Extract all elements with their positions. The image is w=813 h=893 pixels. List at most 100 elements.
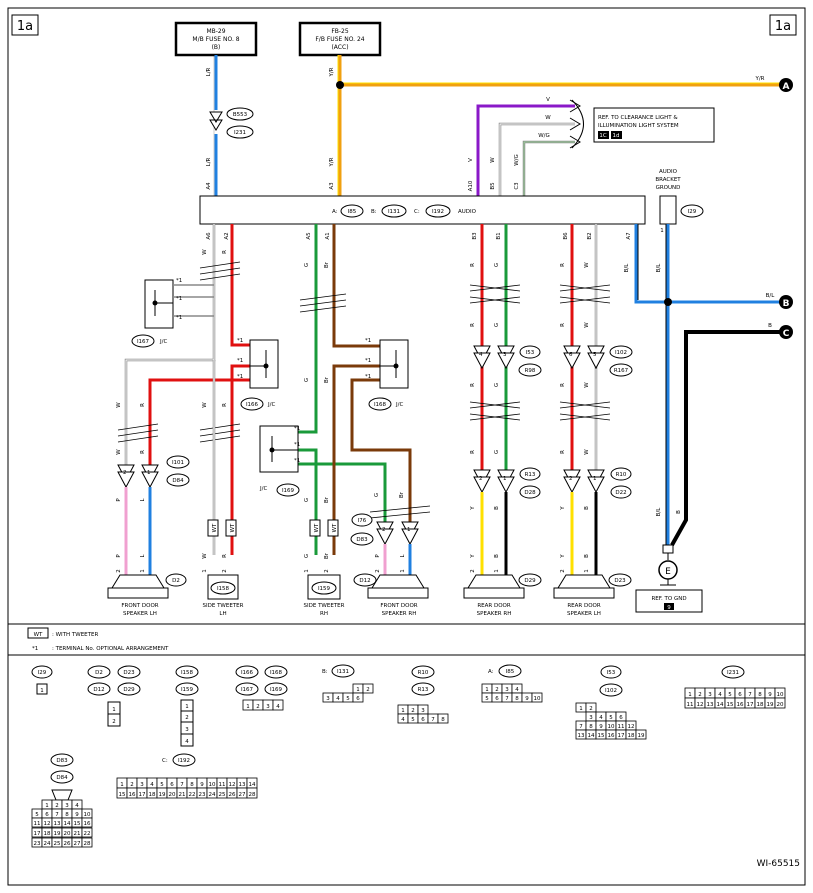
svg-text:I192: I192: [432, 209, 444, 215]
pin-label: 24: [44, 841, 51, 847]
svg-text:R13: R13: [418, 687, 429, 693]
pin-label: 3: [708, 692, 712, 698]
svg-text:F/B FUSE NO. 24: F/B FUSE NO. 24: [315, 36, 364, 43]
pin-cell: [81, 827, 93, 838]
svg-text:I85: I85: [506, 669, 515, 675]
pin-label: 9: [200, 782, 204, 788]
terminal-c[interactable]: C: [779, 325, 793, 339]
svg-text:B/L: B/L: [656, 263, 662, 273]
pin-label: 11: [618, 724, 625, 730]
svg-text:9: 9: [667, 605, 671, 611]
pin-label: 7: [748, 692, 752, 698]
svg-text:I102: I102: [615, 350, 627, 356]
svg-text:I168: I168: [374, 402, 387, 408]
svg-text:D84: D84: [56, 775, 68, 781]
pin-label: 20: [169, 792, 176, 798]
svg-text:I29: I29: [688, 209, 697, 215]
svg-text:1: 1: [593, 476, 597, 482]
doc-code: WI-65515: [757, 859, 800, 869]
pin-label: 7: [579, 724, 583, 730]
svg-text:C: C: [783, 329, 790, 339]
pin-cell: [81, 837, 93, 848]
svg-text:W: W: [116, 402, 122, 408]
pin-label: 6: [45, 812, 49, 818]
svg-text:R: R: [560, 323, 566, 327]
svg-text:B: B: [584, 506, 590, 510]
svg-text:A2: A2: [224, 232, 230, 239]
pin-label: 12: [229, 782, 236, 788]
svg-text:*1: *1: [365, 374, 371, 380]
side-tweeter-lh: I158 SIDE TWEETER LH: [203, 574, 244, 617]
svg-text:1: 1: [185, 704, 189, 710]
svg-text:V: V: [468, 158, 474, 162]
pin-cell: [362, 683, 374, 694]
svg-text:*1: *1: [365, 338, 371, 344]
pin-label: 2: [411, 708, 415, 714]
svg-text:B2: B2: [587, 232, 593, 239]
svg-text:B5: B5: [490, 182, 496, 190]
pin-label: 16: [129, 792, 136, 798]
pin-label: 13: [578, 733, 585, 739]
pin-label: 19: [159, 792, 166, 798]
svg-text:FRONT DOOR: FRONT DOOR: [121, 603, 158, 609]
svg-text:R: R: [222, 250, 228, 254]
pin-label: 13: [239, 782, 246, 788]
pin-label: 3: [140, 782, 144, 788]
svg-text:4: 4: [185, 739, 189, 745]
svg-text:R10: R10: [418, 670, 429, 676]
svg-text:2: 2: [112, 719, 116, 725]
svg-text:SIDE TWEETER: SIDE TWEETER: [203, 603, 244, 609]
svg-text:1: 1: [304, 569, 310, 573]
pin-label: 6: [421, 717, 425, 723]
pin-label: 10: [209, 782, 216, 788]
wire-w-a6: [124, 224, 216, 465]
pin-label: 6: [356, 696, 360, 702]
pin-label: 2: [589, 706, 593, 712]
svg-text:Br: Br: [399, 491, 405, 498]
svg-text:W: W: [584, 262, 590, 268]
svg-text:I231: I231: [727, 670, 739, 676]
svg-text:P: P: [375, 554, 381, 558]
svg-text:B: B: [768, 323, 772, 329]
svg-text:R: R: [470, 450, 476, 454]
pin-label: 11: [687, 702, 694, 708]
ref-gnd[interactable]: REF. TO GND 9: [635, 589, 703, 613]
pin-cell: [246, 787, 258, 799]
audio-bracket-ground: AUDIO BRACKET GROUND I29: [655, 169, 704, 225]
svg-text:A10: A10: [468, 180, 474, 191]
svg-text:B: B: [494, 554, 500, 558]
svg-text:2: 2: [185, 715, 189, 721]
svg-text:Y: Y: [560, 554, 566, 559]
pin-label: 9: [525, 696, 529, 702]
pin-label: 10: [534, 696, 541, 702]
svg-text:Y/R: Y/R: [754, 76, 764, 82]
audio-unit: A: I85 B: I131 C: I192 AUDIO: [199, 195, 646, 225]
terminal-b[interactable]: B: [779, 295, 793, 309]
svg-text:WT: WT: [34, 632, 43, 638]
front-door-speaker-rh: D12 FRONT DOOR SPEAKER RH: [353, 573, 429, 617]
svg-text:A5: A5: [306, 232, 312, 240]
pin-label: 16: [737, 702, 744, 708]
pin-label: 5: [346, 696, 350, 702]
connector-i76: 2 1 I76 D83: [350, 513, 419, 546]
ref-clearance-light[interactable]: REF. TO CLEARANCE LIGHT & ILLUMINATION L…: [593, 107, 715, 143]
pin-label: 28: [84, 841, 91, 847]
terminal-a[interactable]: A: [779, 78, 793, 92]
svg-text:I53: I53: [526, 350, 535, 356]
pin-label: 3: [326, 696, 330, 702]
svg-text:R98: R98: [525, 368, 536, 374]
pin-label: 12: [697, 702, 704, 708]
pin-label: 1: [120, 782, 124, 788]
svg-text:I101: I101: [172, 460, 184, 466]
svg-text:*1: *1: [294, 426, 300, 432]
pin-label: 1: [356, 687, 360, 693]
svg-text:B/L: B/L: [656, 507, 662, 517]
jc-i168: *1 *1 *1 I168 J/C: [365, 338, 409, 411]
svg-text:A4: A4: [206, 182, 212, 190]
pin-label: 4: [401, 717, 405, 723]
svg-text:G: G: [494, 323, 500, 327]
pin-label: 21: [74, 831, 81, 837]
